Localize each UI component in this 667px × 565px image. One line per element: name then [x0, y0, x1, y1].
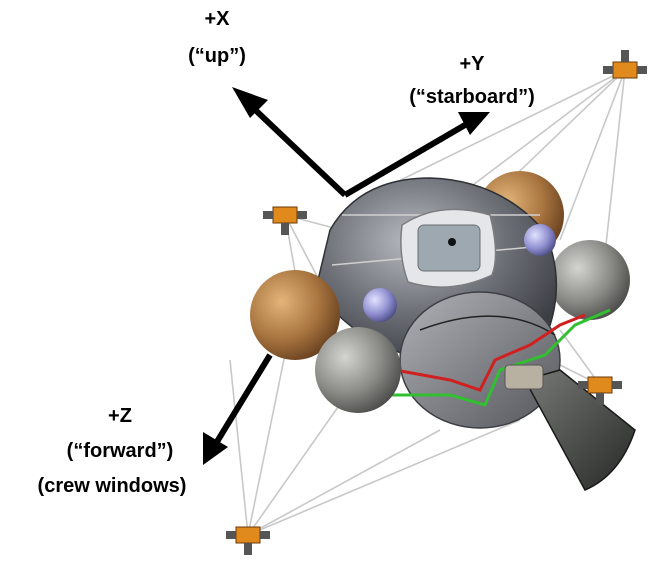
propellant-tank-brown-left [250, 270, 340, 360]
arrow-head-icon [458, 112, 490, 135]
x-axis-label: +X (“up”) [188, 8, 246, 67]
z-axis-label: +Z (“forward”) (crew windows) [38, 405, 187, 497]
x-axis-desc: (“up”) [188, 45, 246, 67]
propellant-tank-gray-right [550, 240, 630, 320]
z-axis-name: +Z [108, 405, 132, 427]
main-engine-nozzle [504, 364, 636, 491]
axis-arrows [203, 87, 490, 465]
rcs-thruster-icon [603, 50, 647, 79]
y-axis-label: +Y (“starboard”) [409, 53, 535, 108]
arrow-head-icon [232, 87, 268, 118]
rcs-thruster-icon [263, 206, 307, 235]
x-axis-name: +X [204, 8, 230, 30]
pressurant-tank-purple-2 [524, 224, 556, 256]
z-axis-arrow [212, 353, 273, 447]
rcs-thruster-icon [226, 526, 270, 555]
y-axis-name: +Y [459, 53, 485, 75]
z-axis-desc2: (crew windows) [38, 475, 187, 497]
descent-stage-disk [399, 291, 561, 429]
y-axis-desc: (“starboard”) [409, 86, 535, 108]
pressurant-tank-purple-1 [363, 288, 397, 322]
z-axis-desc: (“forward”) [67, 440, 174, 462]
hatch-port-icon [448, 238, 456, 246]
rcs-thruster-icon [578, 376, 622, 405]
y-axis-arrow [343, 122, 467, 198]
propellant-tank-gray-front [315, 327, 401, 413]
plumbing-line-red [394, 313, 586, 392]
docking-hatch [400, 208, 497, 288]
plumbing-line-green [385, 308, 611, 407]
x-axis-arrow [247, 102, 348, 198]
arrow-head-icon [203, 432, 228, 465]
